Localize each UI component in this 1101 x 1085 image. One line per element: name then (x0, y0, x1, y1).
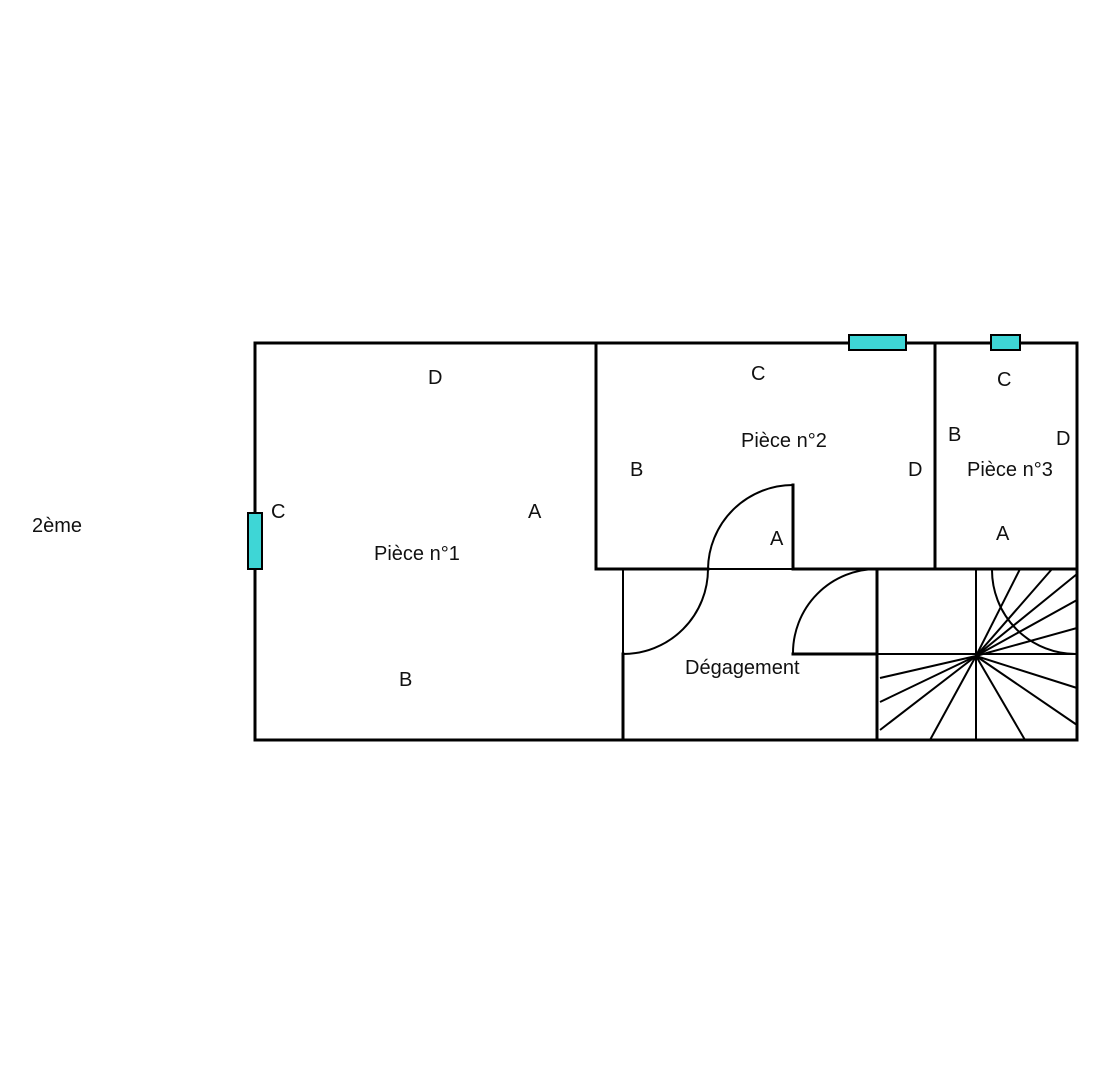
window-room2 (848, 334, 907, 351)
door-staircase (791, 568, 878, 655)
window-room3 (990, 334, 1021, 351)
windows (247, 334, 1021, 570)
stair-tread (975, 599, 1078, 657)
wall-label-b: B (630, 459, 643, 481)
stair-tread (929, 655, 977, 741)
stair-tread (975, 655, 1026, 741)
wall-label-b: B (948, 424, 961, 446)
wall-label-b: B (399, 669, 412, 691)
outer-walls (253, 341, 1079, 742)
room-name-piece2: Pièce n°2 (741, 430, 827, 452)
staircase (875, 567, 1079, 742)
stair-tread (975, 568, 1053, 657)
wall-label-c: C (751, 363, 765, 385)
stair-tread (975, 655, 1078, 689)
stair-tread (975, 627, 1078, 657)
door-staircase-swing (791, 568, 878, 655)
stair-tread (879, 655, 977, 679)
door-room1-swing (622, 568, 709, 655)
wall-label-a: A (996, 523, 1010, 545)
staircase-curve (990, 568, 1078, 656)
room-name-piece3: Pièce n°3 (967, 459, 1053, 481)
window-room1 (247, 512, 263, 570)
room-piece3: Pièce n°3 A B C D (948, 369, 1070, 545)
wall-label-c: C (271, 501, 285, 523)
room-name-degagement: Dégagement (685, 657, 800, 679)
wall-label-c: C (997, 369, 1011, 391)
wall-label-a: A (528, 501, 542, 523)
stair-tread (975, 568, 1021, 657)
room-piece2: Pièce n°2 A B C D (630, 363, 922, 550)
stair-tread (879, 655, 977, 703)
room-piece1: Pièce n°1 A B C D (271, 367, 542, 691)
wall-label-d: D (1056, 428, 1070, 450)
wall-label-d: D (428, 367, 442, 389)
stair-tread (879, 655, 977, 731)
door-room2 (707, 484, 794, 570)
staircase-treads (879, 568, 1078, 741)
door-room2-swing (707, 484, 794, 570)
doors (622, 484, 878, 655)
stair-tread (975, 655, 1078, 726)
floor-label: 2ème (32, 515, 82, 537)
wall-label-d: D (908, 459, 922, 481)
room-name-piece1: Pièce n°1 (374, 543, 460, 565)
stair-tread (975, 573, 1078, 657)
door-room1 (622, 568, 709, 655)
wall-label-a: A (770, 528, 784, 550)
